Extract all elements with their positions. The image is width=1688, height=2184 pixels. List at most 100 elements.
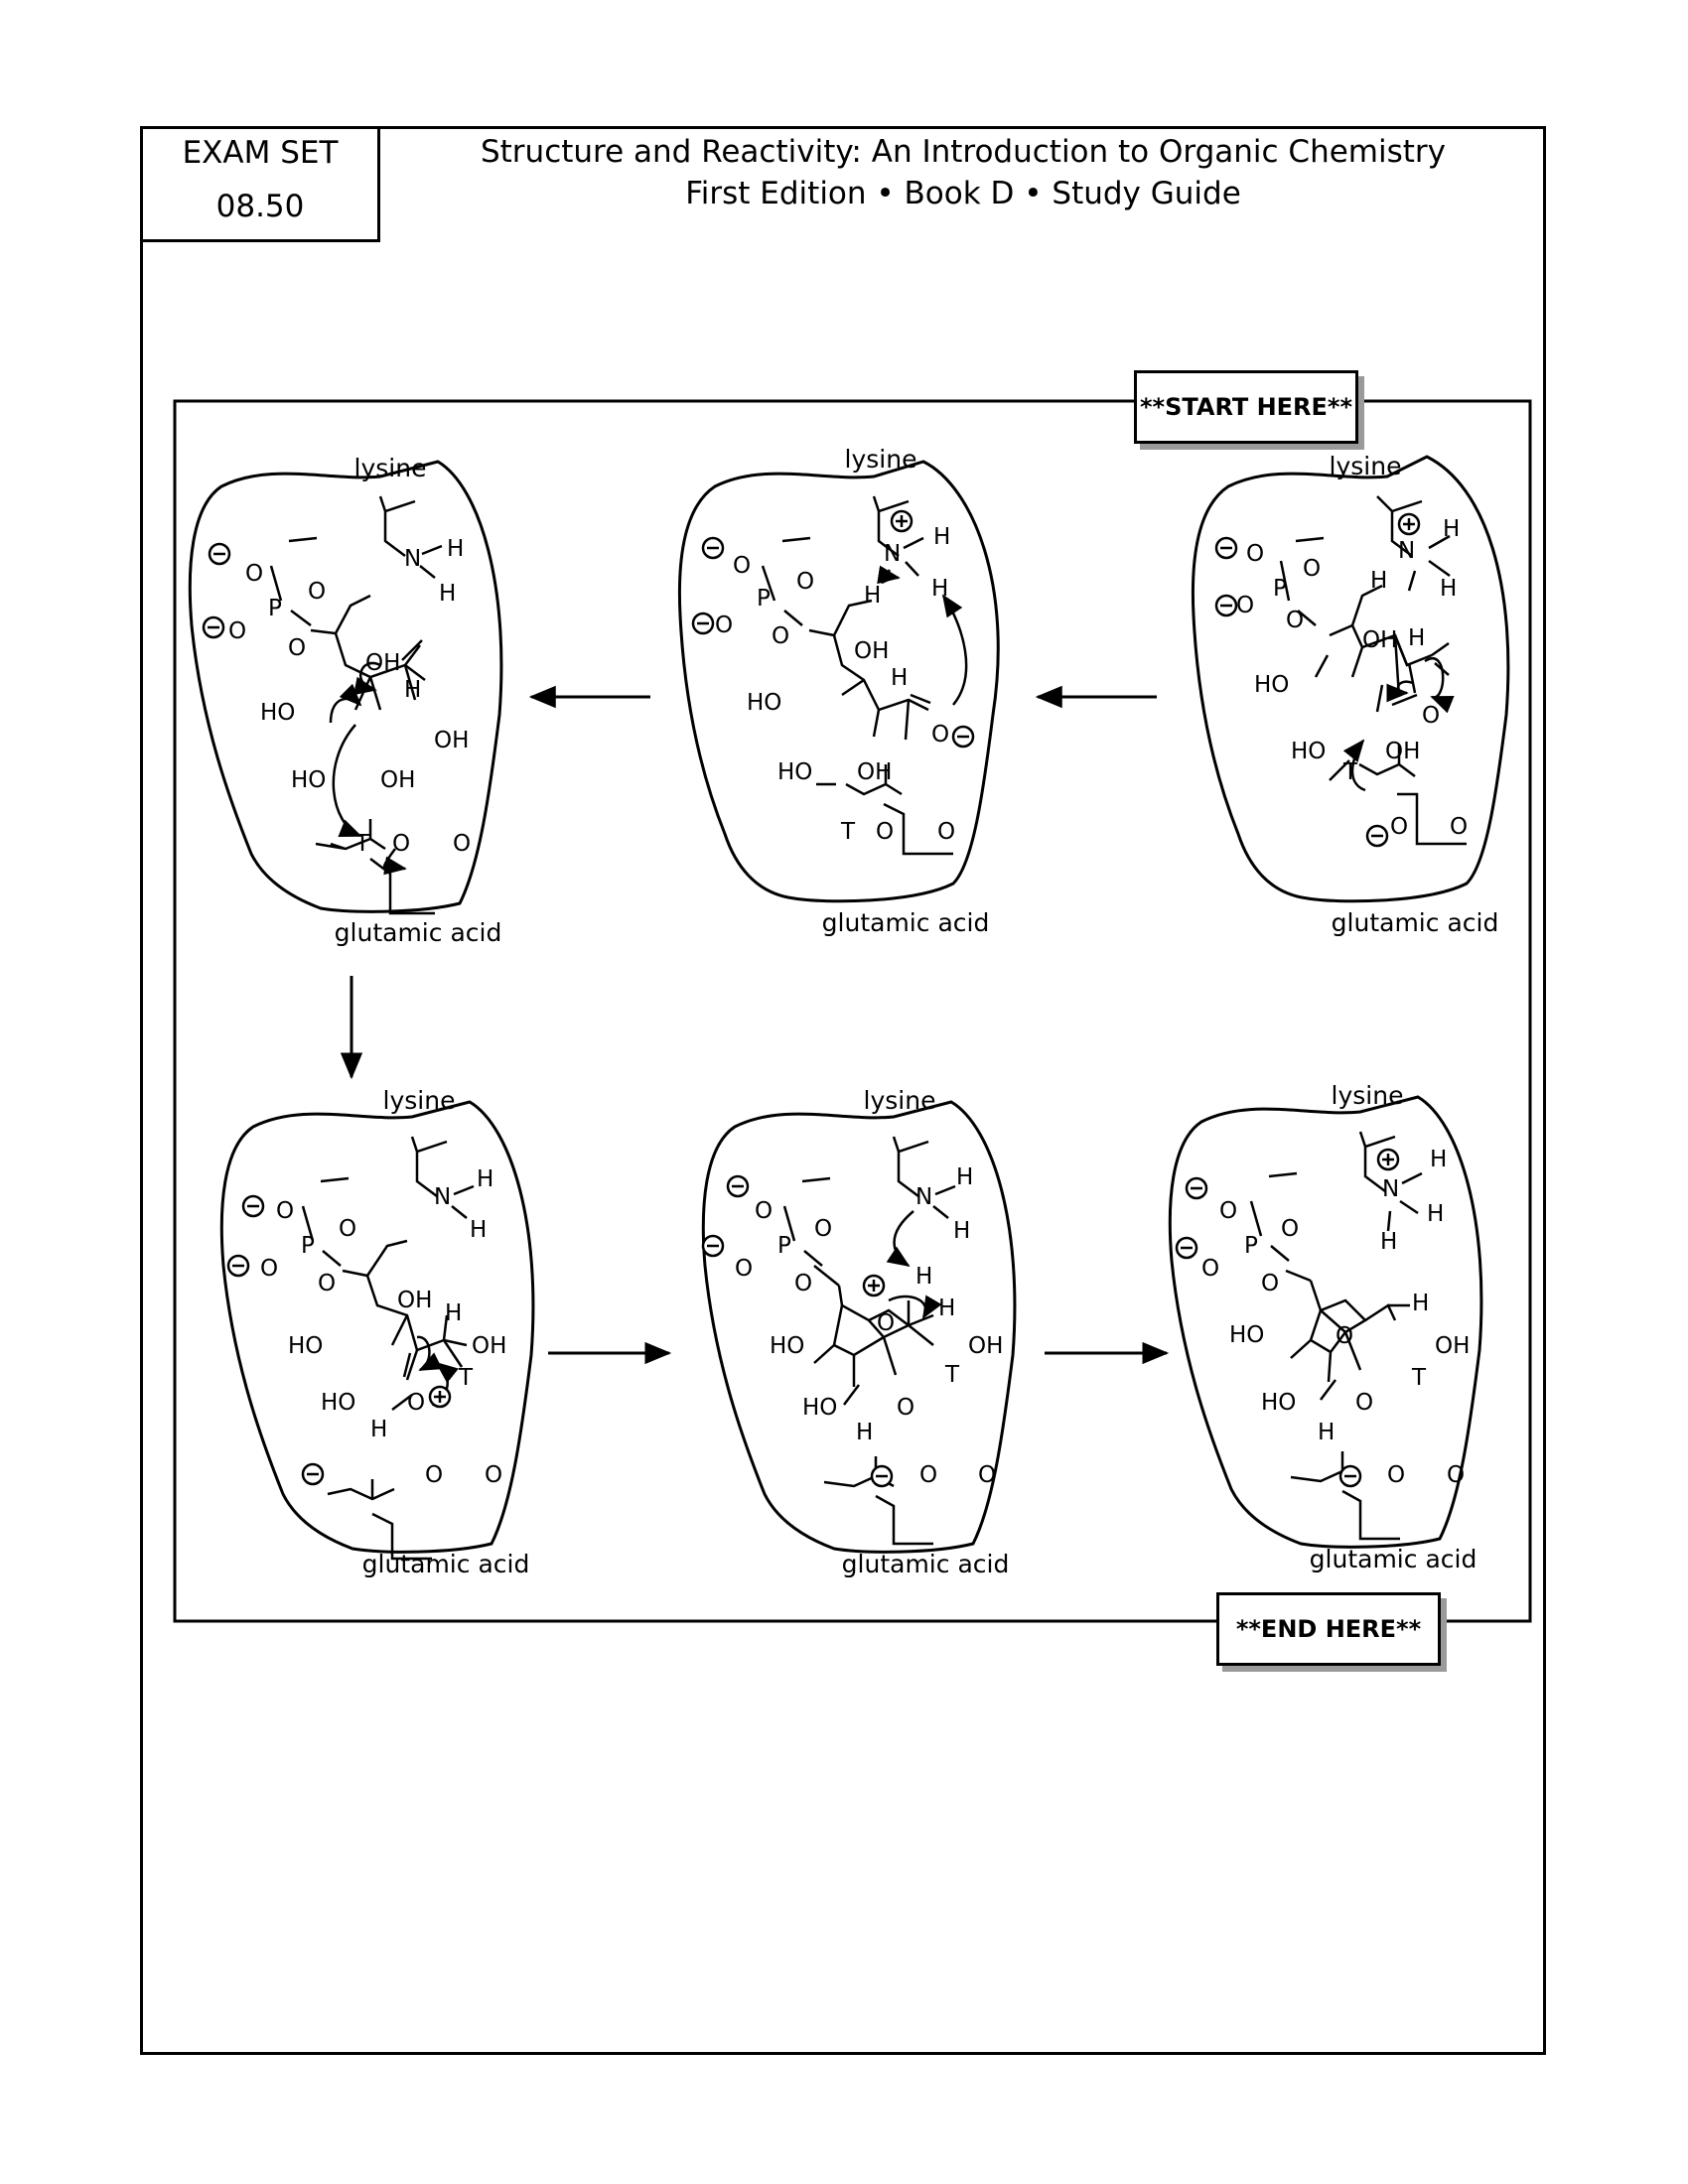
atom-o: O	[1355, 1390, 1373, 1416]
hydroxyl: OH	[472, 1333, 506, 1359]
glutamic-acid-label: glutamic acid	[362, 1550, 530, 1578]
atom-o: O	[453, 831, 471, 857]
atom-o: O	[1261, 1271, 1279, 1297]
start-here-box: **START HERE**	[1134, 370, 1358, 444]
enzyme-pocket	[188, 460, 503, 913]
atom-n: N	[434, 1184, 451, 1210]
atom-o: O	[772, 623, 789, 649]
atom-o: O	[288, 635, 306, 661]
lysine-label: lysine	[383, 1086, 456, 1115]
panel-step-5	[701, 1100, 1017, 1554]
atom-h: H	[439, 581, 456, 607]
atom-o: O	[919, 1462, 937, 1488]
atom-o: O	[228, 618, 246, 644]
exam-set-label: EXAM SET	[182, 135, 339, 171]
atom-o: O	[276, 1198, 294, 1224]
hydroxyl: HO	[288, 1333, 323, 1359]
panel-step-3	[188, 460, 503, 915]
atom-o: O	[318, 1271, 336, 1297]
atom-p: P	[777, 1233, 791, 1259]
atom-h: H	[1412, 1291, 1429, 1316]
atom-o: O	[1246, 541, 1264, 567]
atom-n: N	[404, 546, 421, 572]
atom-h: H	[953, 1218, 970, 1244]
atom-h: H	[477, 1166, 493, 1192]
atom-n: N	[884, 541, 901, 567]
hydroxyl: HO	[777, 759, 812, 785]
atom-o: O	[1390, 814, 1408, 840]
atom-p: P	[1244, 1233, 1258, 1259]
atom-h: H	[933, 524, 950, 550]
atom-o: O	[897, 1395, 914, 1421]
atom-h: H	[1318, 1420, 1335, 1445]
atom-o: O	[1303, 556, 1321, 582]
atom-o: O	[308, 579, 326, 605]
atom-o: O	[1336, 1323, 1353, 1349]
atom-h: H	[445, 1300, 462, 1326]
atom-h: H	[1370, 568, 1387, 594]
atom-h: H	[856, 1420, 873, 1445]
lysine-label: lysine	[845, 445, 917, 474]
hydroxyl: HO	[747, 690, 781, 716]
atom-o: O	[1281, 1216, 1299, 1242]
hydroxyl: OH	[397, 1288, 432, 1313]
lysine-label: lysine	[354, 454, 427, 482]
atom-o: O	[392, 831, 410, 857]
atom-t: T	[458, 1365, 474, 1391]
atom-o: O	[931, 722, 949, 748]
enzyme-pocket	[677, 460, 1000, 903]
atom-o: O	[1447, 1462, 1465, 1488]
atom-h: H	[1380, 1229, 1397, 1255]
atom-o: O	[755, 1198, 773, 1224]
atom-h: H	[1430, 1147, 1447, 1172]
atom-o: O	[937, 819, 955, 845]
atom-h: H	[864, 583, 881, 609]
atom-o: O	[260, 1256, 278, 1282]
atom-h: H	[956, 1164, 973, 1190]
glutamic-acid-label: glutamic acid	[335, 918, 502, 947]
atom-o: O	[245, 561, 263, 587]
hydroxyl: HO	[321, 1390, 355, 1416]
hydroxyl: HO	[1291, 739, 1326, 764]
book-subtitle: First Edition • Book D • Study Guide	[685, 176, 1241, 211]
hydroxyl: HO	[1261, 1390, 1296, 1416]
atom-o: O	[735, 1256, 753, 1282]
atom-o: O	[877, 1310, 895, 1336]
hydroxyl: OH	[968, 1333, 1003, 1359]
atom-o: O	[1450, 814, 1468, 840]
atom-o: O	[1387, 1462, 1405, 1488]
atom-h: H	[891, 665, 908, 691]
atom-o: O	[485, 1462, 502, 1488]
atom-n: N	[915, 1184, 932, 1210]
atom-h: H	[1427, 1201, 1444, 1227]
atom-h: H	[1408, 625, 1425, 651]
hydroxyl: HO	[802, 1395, 837, 1421]
atom-n: N	[1398, 538, 1415, 564]
mechanism-frame	[173, 399, 1532, 1623]
exam-set-box: EXAM SET 08.50	[140, 126, 380, 242]
panel-step-2	[677, 460, 1000, 903]
enzyme-pocket	[1191, 455, 1510, 903]
hydroxyl: OH	[380, 767, 415, 793]
lysine-label: lysine	[864, 1086, 936, 1115]
hydroxyl: OH	[434, 728, 469, 753]
atom-t: T	[944, 1362, 960, 1388]
atom-o: O	[814, 1216, 832, 1242]
enzyme-pocket	[219, 1100, 535, 1554]
atom-o: O	[1236, 593, 1254, 618]
hydroxyl: OH	[1362, 627, 1397, 653]
atom-o: O	[407, 1390, 425, 1416]
atom-o: O	[978, 1462, 996, 1488]
glutamic-acid-label: glutamic acid	[1310, 1545, 1477, 1573]
exam-set-number: 08.50	[215, 189, 305, 224]
panel-step-1	[1191, 455, 1510, 903]
atom-o: O	[796, 569, 814, 595]
atom-p: P	[1273, 576, 1287, 602]
atom-o: O	[1422, 703, 1440, 729]
hydroxyl: OH	[857, 759, 892, 785]
hydroxyl: HO	[1229, 1322, 1264, 1348]
lysine-label: lysine	[1332, 1081, 1404, 1110]
hydroxyl: HO	[260, 700, 295, 726]
panel-step-4	[219, 1100, 535, 1561]
